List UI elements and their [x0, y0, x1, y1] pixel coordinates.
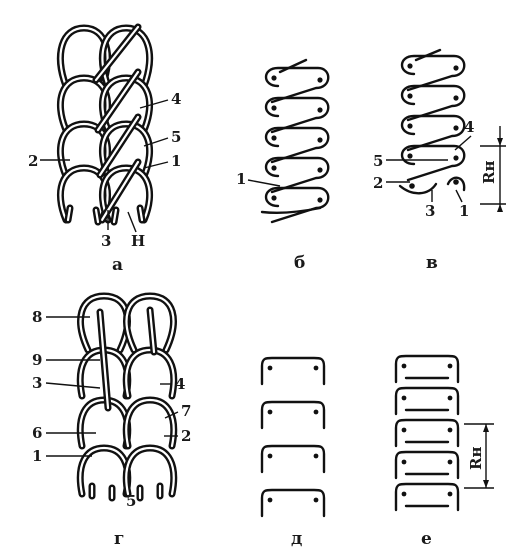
panel-a-label-2: 2	[28, 152, 38, 170]
panel-g-loop-2-2-core	[126, 400, 173, 446]
panel-v-dot-bottom-left	[409, 183, 415, 189]
panel-g-label-7: 7	[181, 402, 191, 420]
panel-e-dot-right-1	[448, 364, 453, 369]
panel-d-dot-right-2	[314, 410, 319, 415]
panel-g-loop-2-1-core	[126, 350, 173, 396]
panel-b-label-1: 1	[236, 170, 246, 188]
panel-b-dot-left-3	[271, 135, 276, 140]
panel-b-yarn-bottom	[262, 208, 320, 213]
panel-g-label-5: 5	[126, 492, 136, 510]
panel-a-caption: а	[112, 255, 123, 275]
panel-b-leader	[248, 180, 280, 186]
panel-v-label-3: 3	[425, 202, 435, 220]
panel-a-label-H: Н	[131, 232, 145, 250]
panel-d-dot-left-3	[268, 454, 273, 459]
panel-b-dot-right-1	[317, 77, 322, 82]
panel-v-label-1: 1	[459, 202, 469, 220]
panel-g-leaders	[46, 317, 178, 456]
panel-d-drawing	[262, 358, 324, 516]
panel-d-dot-left-2	[268, 410, 273, 415]
panel-v-drawing	[400, 50, 464, 193]
panel-e-drawing	[396, 356, 458, 510]
panel-b-dot-right-5	[317, 197, 322, 202]
panel-d-bracket-2	[262, 402, 324, 428]
panel-e-dimension-R: Rн	[467, 447, 485, 470]
panel-g-label-6: 6	[32, 424, 42, 442]
panel-v-dot-right-3	[453, 125, 458, 130]
panel-e-dot-right-5	[448, 492, 453, 497]
panel-v-label-2: 2	[373, 174, 383, 192]
panel-a-label-3: 3	[101, 232, 111, 250]
panel-e-dot-left-3	[402, 428, 407, 433]
panel-b-drawing	[262, 60, 328, 222]
panel-v-label-4: 4	[464, 118, 474, 136]
panel-e-dot-right-4	[448, 460, 453, 465]
panel-d-dot-left-4	[268, 498, 273, 503]
panel-e-dot-right-2	[448, 396, 453, 401]
panel-v-dot-left-1	[407, 63, 412, 68]
panel-d-caption: д	[291, 529, 302, 547]
panel-e-dot-left-4	[402, 460, 407, 465]
panel-a-drawing	[60, 27, 149, 222]
panel-g-caption: г	[114, 529, 124, 547]
panel-d-bracket-1	[262, 358, 324, 384]
panel-g-label-2: 2	[181, 427, 191, 445]
panel-e-caption: е	[421, 529, 432, 547]
panel-g-loop-1-2-core	[80, 400, 127, 446]
panel-b-caption: б	[294, 253, 305, 273]
panel-a-label-5: 5	[171, 128, 181, 146]
panel-v-dot-left-2	[407, 93, 412, 98]
panel-d-dot-left-1	[268, 366, 273, 371]
panel-g-label-1: 1	[32, 447, 42, 465]
panel-g-label-4: 4	[175, 375, 185, 393]
panel-d-bracket-3	[262, 446, 324, 472]
panel-g-label-8: 8	[32, 308, 42, 326]
panel-b-dot-right-2	[317, 107, 322, 112]
panel-b-dot-left-4	[271, 165, 276, 170]
panel-a-label-1: 1	[171, 152, 181, 170]
panel-d-dot-right-4	[314, 498, 319, 503]
panel-b-dot-left-1	[271, 75, 276, 80]
panel-b-dot-left-5	[271, 195, 276, 200]
panel-g-drawing	[80, 296, 173, 498]
panel-v-dot-right-4	[453, 155, 458, 160]
panel-v-caption: в	[426, 253, 438, 273]
panel-v-dimension-R: Rн	[480, 161, 498, 184]
panel-g-loop-1-3-core	[80, 448, 127, 494]
panel-b-dot-right-3	[317, 137, 322, 142]
panel-v-dot-left-3	[407, 123, 412, 128]
panel-v-dot-bottom-right	[453, 179, 459, 185]
panel-e-dot-left-1	[402, 364, 407, 369]
panel-e-dot-left-2	[402, 396, 407, 401]
panel-b-coil-5	[266, 188, 328, 222]
panel-g-loop-2-3-core	[126, 448, 173, 494]
panel-v-dot-right-1	[453, 65, 458, 70]
panel-e-dot-right-3	[448, 428, 453, 433]
panel-b-dot-left-2	[271, 105, 276, 110]
panel-a-label-4: 4	[171, 90, 181, 108]
panel-e-dot-left-5	[402, 492, 407, 497]
panel-d-dot-right-1	[314, 366, 319, 371]
panel-v-dot-right-2	[453, 95, 458, 100]
panel-b-dot-right-4	[317, 167, 322, 172]
panel-g-label-3: 3	[32, 374, 42, 392]
panel-d-bracket-4	[262, 490, 324, 516]
panel-v-label-5: 5	[373, 152, 383, 170]
panel-v-coil-4	[402, 146, 464, 180]
panel-g-label-9: 9	[32, 351, 42, 369]
panel-d-dot-right-3	[314, 454, 319, 459]
panel-v-dot-left-4	[407, 153, 412, 158]
panel-b-yarn-top	[280, 60, 306, 72]
